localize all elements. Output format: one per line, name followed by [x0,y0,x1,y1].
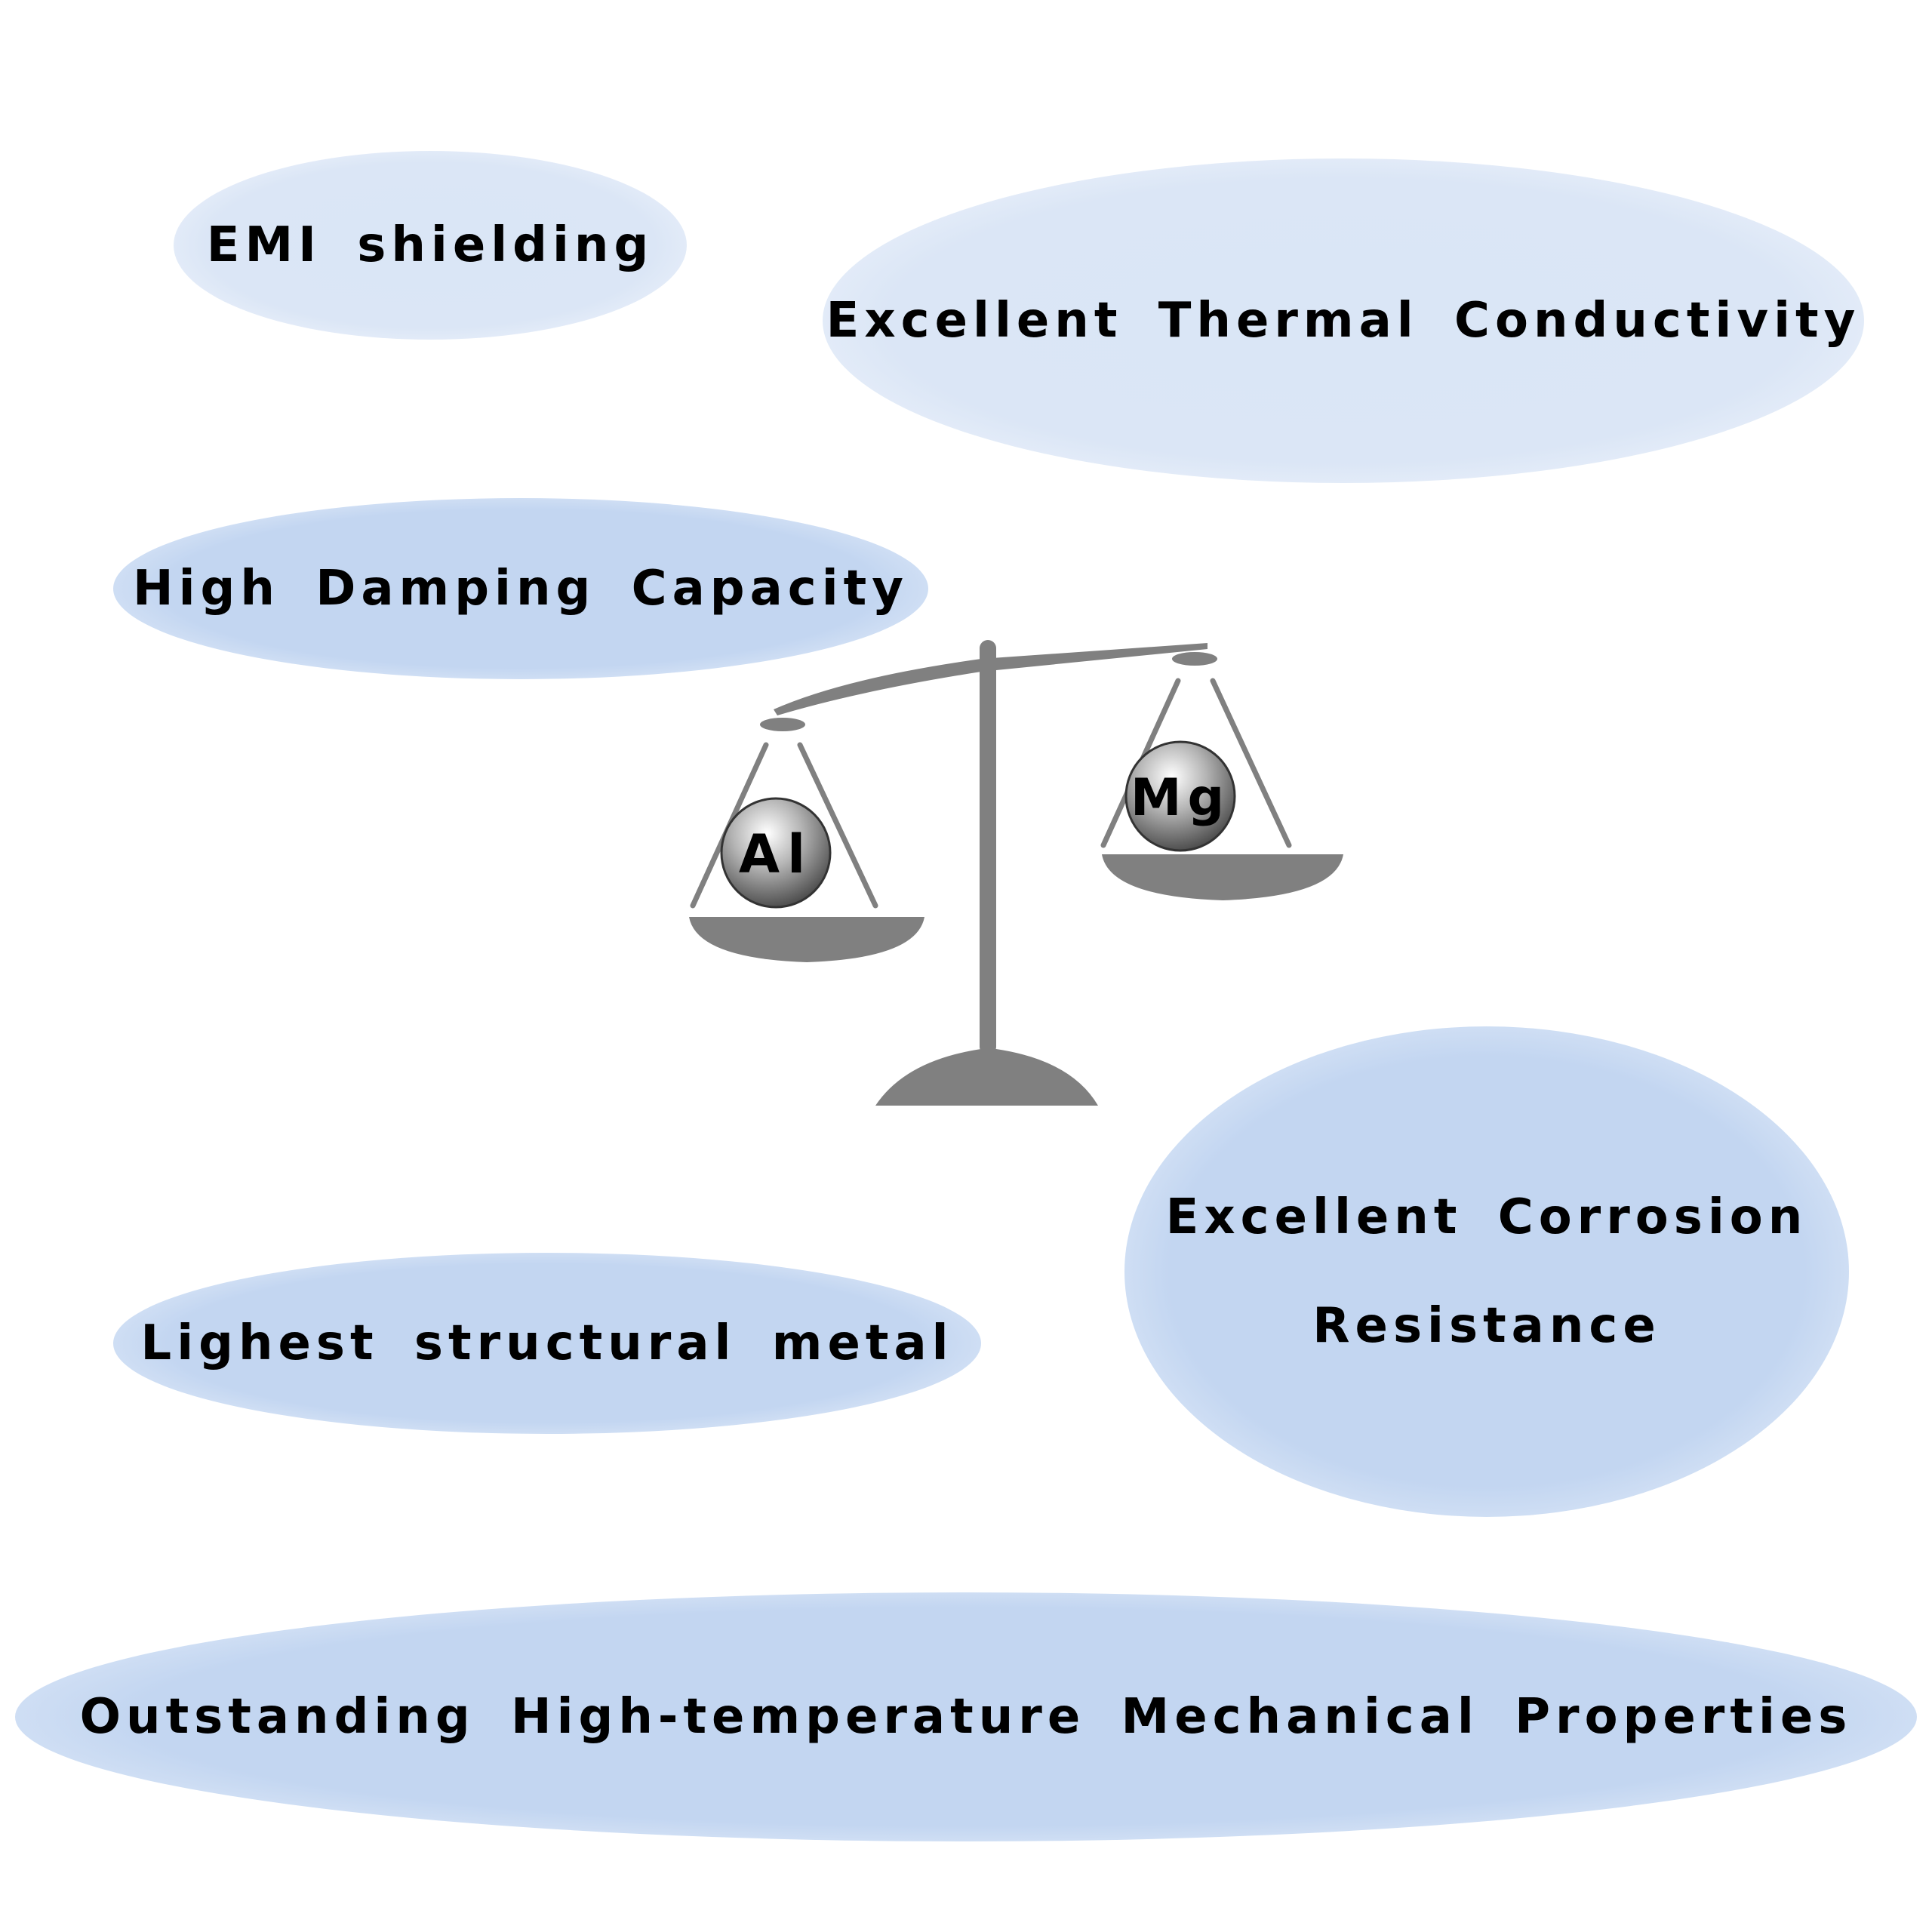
damping-capacity-label: High Damping Capacity [133,561,909,617]
emi-shielding-label: EMI shielding [206,217,654,273]
al-label: Al [739,823,813,885]
corrosion-resistance-label-line1: Excellent Corrosion [1165,1189,1808,1245]
mg-ball: Mg [1124,740,1236,852]
scale-base [875,1049,1098,1106]
right-pan [1102,854,1343,900]
emi-shielding-bubble: EMI shielding [174,151,687,340]
lightest-metal-bubble: Lighest structural metal [113,1253,981,1434]
high-temperature-properties-label: Outstanding High-temperature Mechanical … [79,1689,1853,1745]
lightest-metal-label: Lighest structural metal [140,1315,954,1371]
left-pan-hook [760,718,805,731]
damping-capacity-bubble: High Damping Capacity [113,498,928,679]
scale-beam [774,643,1208,715]
right-pan-hook [1172,652,1217,666]
left-pan [689,917,924,962]
thermal-conductivity-bubble: Excellent Thermal Conductivity [823,158,1864,483]
corrosion-resistance-bubble: Excellent Corrosion Resistance [1124,1026,1849,1517]
corrosion-resistance-text: Excellent Corrosion Resistance [1166,1189,1808,1354]
al-ball: Al [720,797,832,909]
mg-label: Mg [1131,768,1230,828]
scale-post [980,640,996,1055]
balance-scale-icon: Al Mg [689,640,1343,1106]
corrosion-resistance-label-line2: Resistance [1312,1298,1661,1354]
high-temperature-properties-bubble: Outstanding High-temperature Mechanical … [15,1592,1917,1841]
thermal-conductivity-label: Excellent Thermal Conductivity [826,293,1861,349]
